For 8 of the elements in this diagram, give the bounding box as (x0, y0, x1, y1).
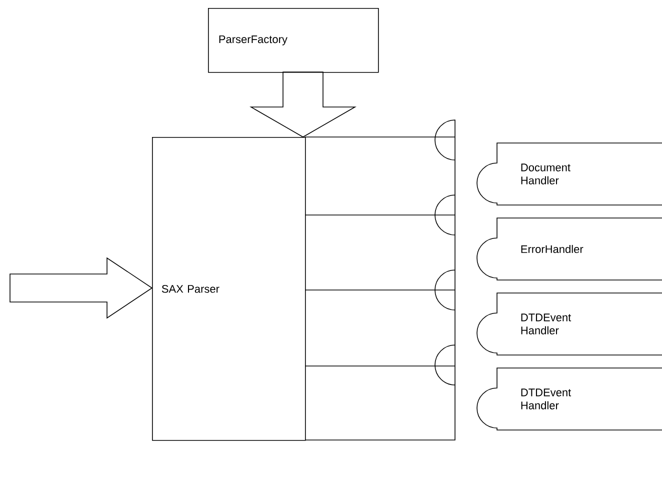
block-arrow (250, 72, 356, 138)
factory-box: ParserFactory (208, 8, 379, 73)
block-arrow (10, 257, 153, 319)
handler-box: DTDEvent Handler (476, 292, 662, 356)
handler-box: ErrorHandler (476, 218, 662, 280)
parser-box: SAX Parser (152, 137, 306, 441)
handler-box: DTDEvent Handler (476, 368, 662, 430)
handler-box: Document Handler (476, 142, 662, 206)
